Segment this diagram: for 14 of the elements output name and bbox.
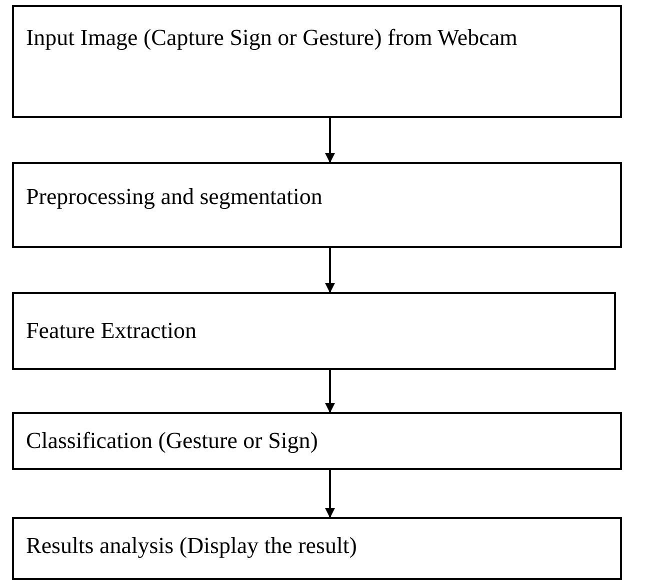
process-box xyxy=(12,5,622,118)
box-text: Preprocessing and segmentation xyxy=(26,183,324,211)
process-box xyxy=(12,517,622,580)
arrow xyxy=(325,118,335,163)
process-box xyxy=(12,162,622,248)
process-box xyxy=(12,412,622,470)
box-text: Results analysis (Display the result) xyxy=(26,532,358,560)
box-text: Input Image (Capture Sign or Gesture) from Webcam xyxy=(26,24,518,52)
box-text: Classification (Gesture or Sign) xyxy=(26,427,319,455)
process-box xyxy=(12,292,616,370)
arrow xyxy=(325,470,335,518)
box-text: Feature Extraction xyxy=(26,317,198,345)
arrow xyxy=(325,370,335,413)
arrow xyxy=(325,248,335,293)
